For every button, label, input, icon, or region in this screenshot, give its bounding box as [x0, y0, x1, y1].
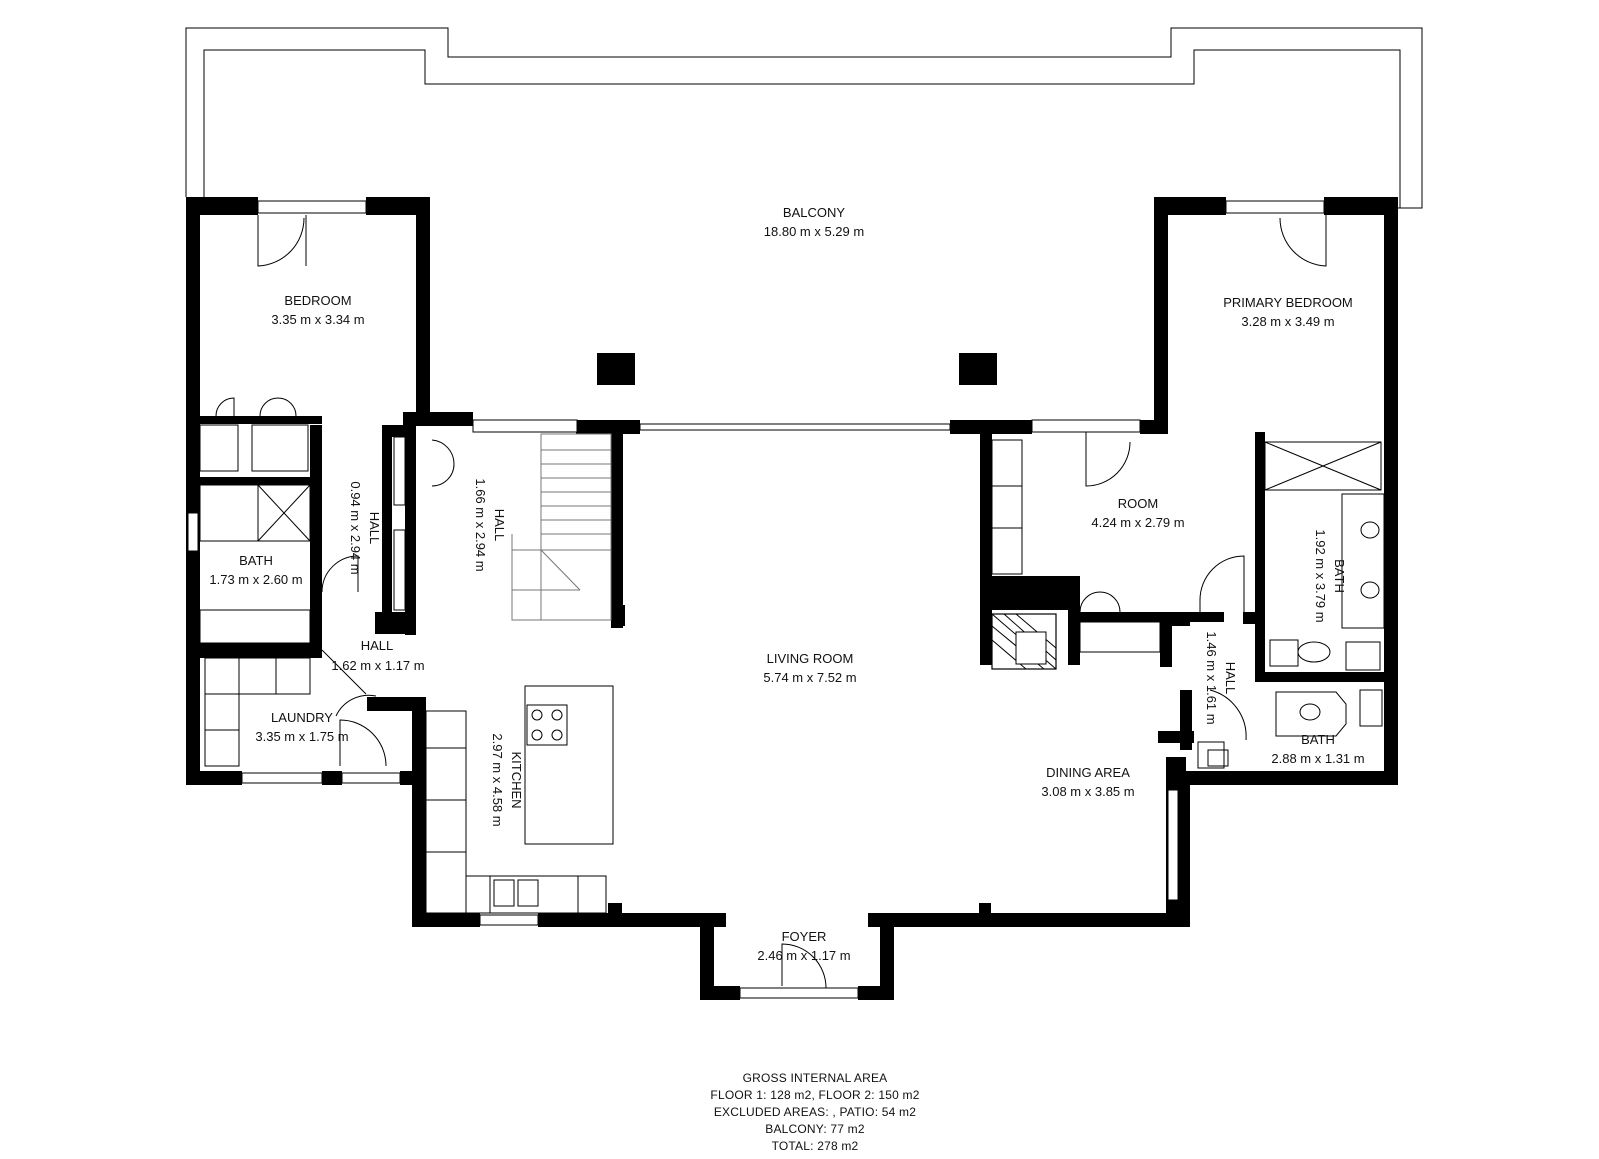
dining-area-dims: 3.08 m x 3.85 m: [1041, 784, 1134, 799]
primary-bedroom-dims: 3.28 m x 3.49 m: [1241, 314, 1334, 329]
living-room-dims: 5.74 m x 7.52 m: [763, 670, 856, 685]
area-summary: GROSS INTERNAL AREA FLOOR 1: 128 m2, FLO…: [710, 1071, 919, 1153]
doors: [215, 215, 1327, 989]
hall-d-name: HALL: [1223, 662, 1238, 695]
balcony-outline: [185, 27, 1423, 385]
bath-small-name: BATH: [1301, 732, 1335, 747]
kitchen-dims: 2.97 m x 4.58 m: [490, 733, 505, 826]
living-room-name: LIVING ROOM: [767, 651, 854, 666]
area-summary-title: GROSS INTERNAL AREA: [743, 1071, 888, 1085]
bath-left-dims: 1.73 m x 2.60 m: [209, 572, 302, 587]
hall-c-name: HALL: [361, 638, 394, 653]
left-interior: [199, 416, 406, 767]
room-name: ROOM: [1118, 496, 1158, 511]
area-summary-floors: FLOOR 1: 128 m2, FLOOR 2: 150 m2: [710, 1088, 919, 1102]
area-summary-balcony: BALCONY: 77 m2: [765, 1122, 865, 1136]
hall-d-dims: 1.46 m x 1.61 m: [1204, 631, 1219, 724]
right-fixtures: [991, 439, 1385, 769]
hall-c-dims: 1.62 m x 1.17 m: [331, 658, 424, 673]
bedroom-dims: 3.35 m x 3.34 m: [271, 312, 364, 327]
bath-left-name: BATH: [239, 553, 273, 568]
kitchen-fixtures: [425, 685, 614, 914]
balcony-name: BALCONY: [783, 205, 845, 220]
bedroom-name: BEDROOM: [284, 293, 351, 308]
area-summary-total: TOTAL: 278 m2: [772, 1139, 859, 1153]
balcony-dims: 18.80 m x 5.29 m: [764, 224, 864, 239]
hall-a-name: HALL: [367, 512, 382, 545]
kitchen-name: KITCHEN: [509, 751, 524, 808]
primary-bedroom-name: PRIMARY BEDROOM: [1223, 295, 1353, 310]
laundry-name: LAUNDRY: [271, 710, 333, 725]
hall-b-name: HALL: [492, 509, 507, 542]
bath-right-dims: 1.92 m x 3.79 m: [1313, 529, 1328, 622]
dining-area-name: DINING AREA: [1046, 765, 1130, 780]
hall-b-dims: 1.66 m x 2.94 m: [473, 478, 488, 571]
laundry-dims: 3.35 m x 1.75 m: [255, 729, 348, 744]
windows: [187, 200, 1325, 999]
walls: [186, 197, 1398, 1000]
area-summary-excluded: EXCLUDED AREAS: , PATIO: 54 m2: [714, 1105, 916, 1119]
room-labels: BALCONY 18.80 m x 5.29 m BEDROOM 3.35 m …: [209, 205, 1364, 963]
foyer-name: FOYER: [782, 929, 827, 944]
bath-right-name: BATH: [1332, 559, 1347, 593]
stairs: [511, 433, 612, 621]
bath-small-dims: 2.88 m x 1.31 m: [1271, 751, 1364, 766]
foyer-dims: 2.46 m x 1.17 m: [757, 948, 850, 963]
hall-a-dims: 0.94 m x 2.94 m: [348, 481, 363, 574]
room-dims: 4.24 m x 2.79 m: [1091, 515, 1184, 530]
